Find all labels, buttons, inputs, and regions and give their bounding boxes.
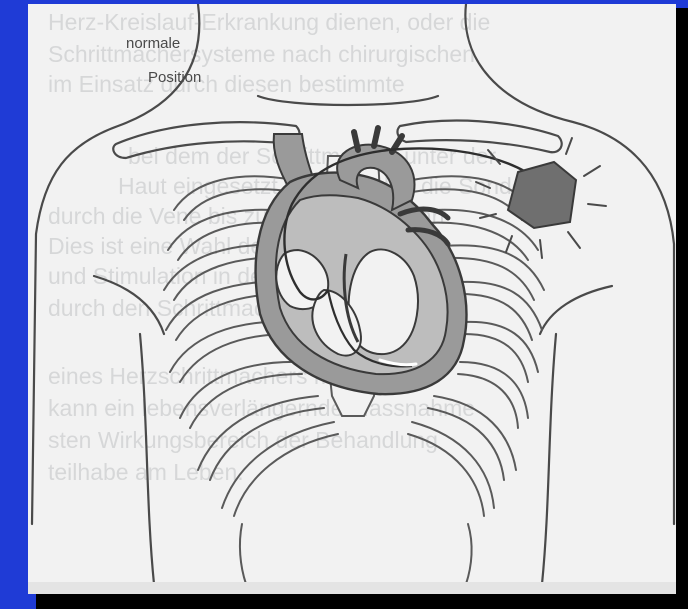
label-normale: normale (126, 35, 180, 52)
chest-pacemaker-illustration: Herz-Kreislauf-Erkrankung dienen, oder d… (28, 4, 676, 594)
slide-black-shadow-right (676, 8, 688, 609)
label-position: Position (148, 69, 201, 86)
bleed-line: im Einsatz durch diesen bestimmte (48, 71, 405, 97)
bleed-line: kann ein lebensverlängernde Massnahme (48, 395, 475, 421)
scan-bottom-edge (28, 582, 676, 594)
bleed-line: Schrittmachersysteme nach chirurgischen (48, 41, 475, 67)
bleed-line: Herz-Kreislauf-Erkrankung dienen, oder d… (48, 9, 490, 35)
pacemaker-body (508, 162, 576, 228)
bleed-line: sten Wirkungsbereich der Behandlung (48, 427, 438, 453)
bleed-line: bei dem der Schrittmacher unter der (128, 143, 497, 169)
